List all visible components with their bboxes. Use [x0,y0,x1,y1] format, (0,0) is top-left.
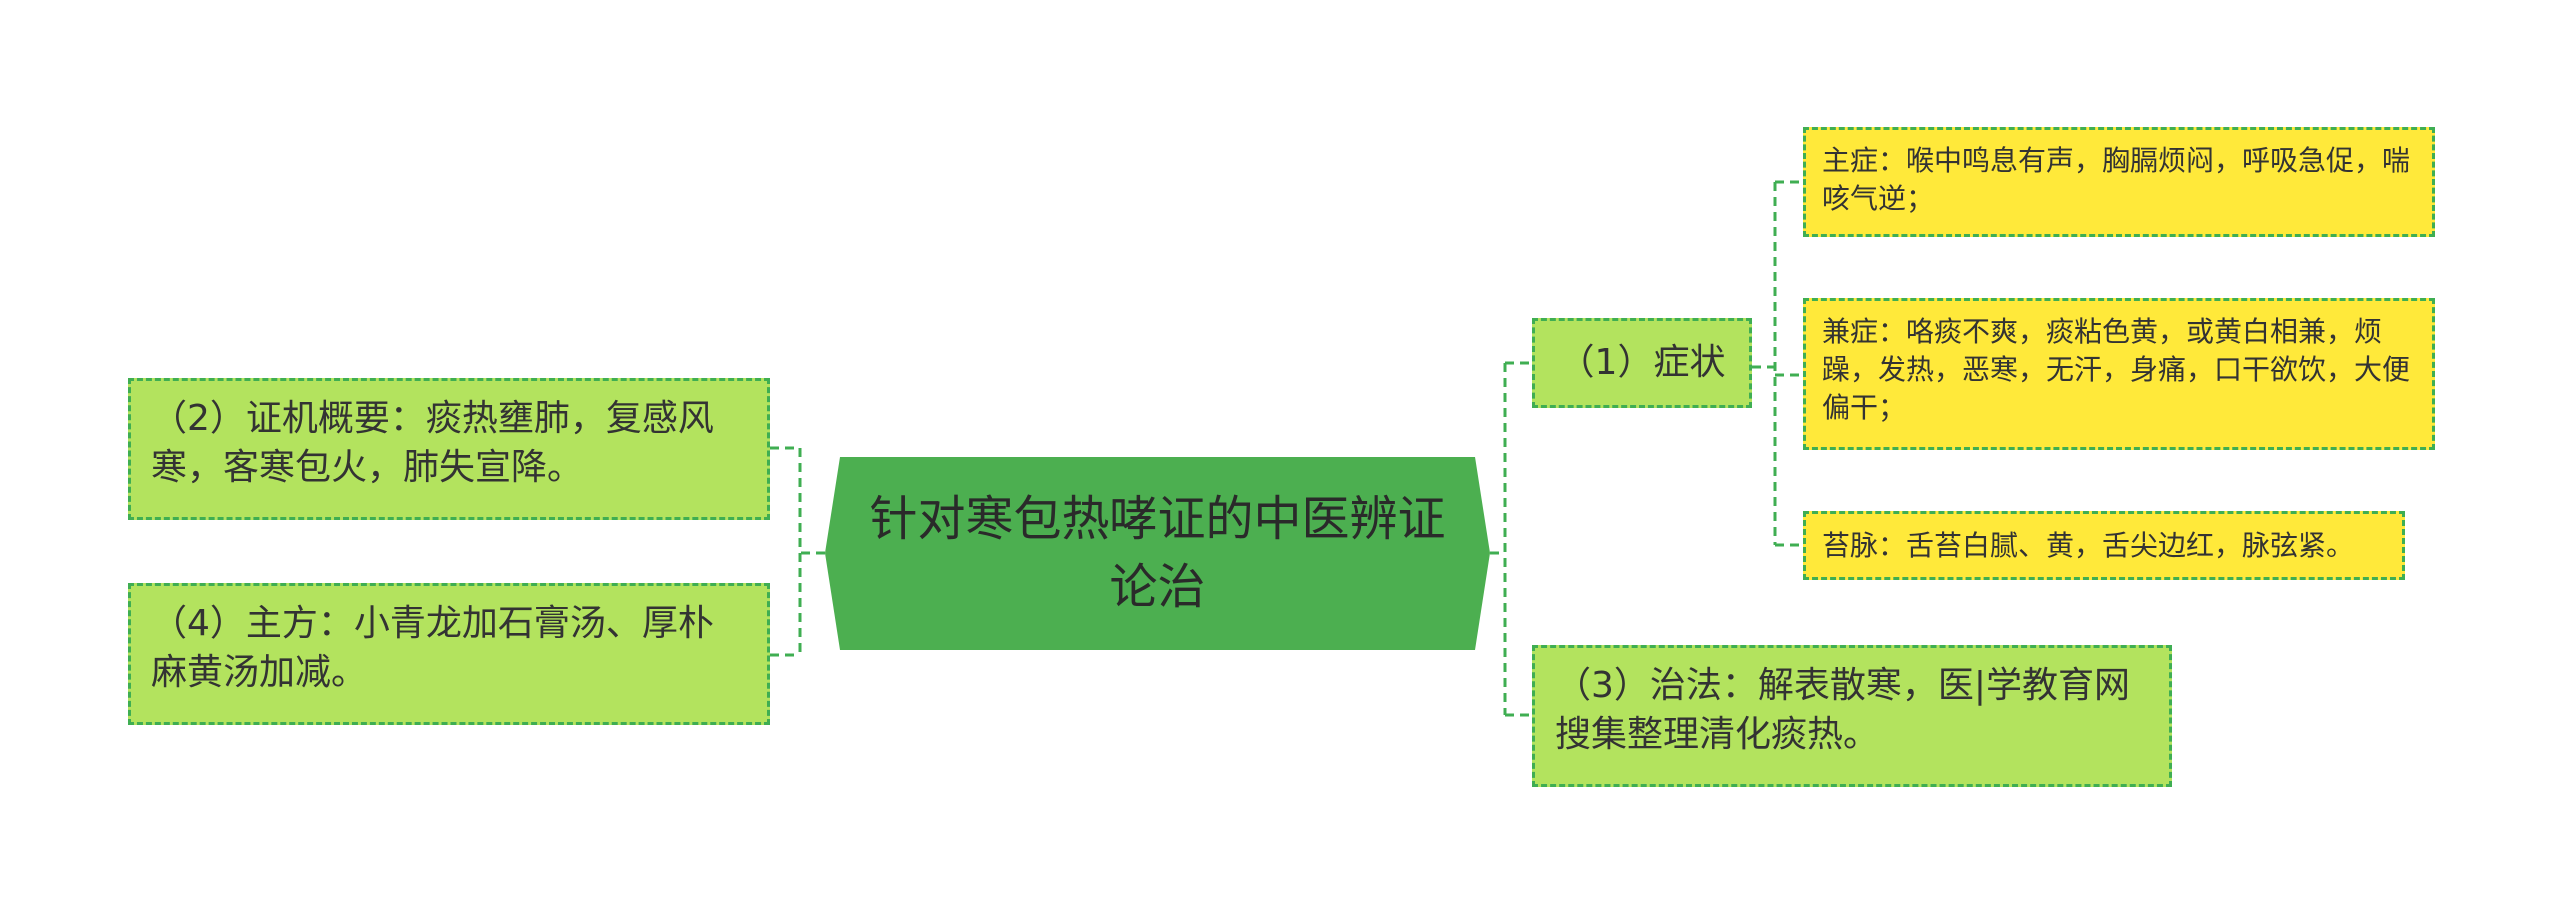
leaf-main-symptoms[interactable]: 主症：喉中鸣息有声，胸膈烦闷，呼吸急促，喘咳气逆； [1803,127,2435,237]
central-topic[interactable]: 针对寒包热哮证的中医辨证论治 [825,457,1490,650]
branch-symptoms[interactable]: （1）症状 [1532,318,1752,408]
leaf-main-symptoms-label: 主症：喉中鸣息有声，胸膈烦闷，呼吸急促，喘咳气逆； [1822,144,2411,215]
branch-prescription-label: （4）主方：小青龙加石膏汤、厚朴麻黄汤加减。 [151,603,714,693]
leaf-tongue-pulse-label: 苔脉：舌苔白腻、黄，舌尖边红，脉弦紧。 [1822,528,2355,562]
branch-mechanism[interactable]: （2）证机概要：痰热壅肺，复感风寒，客寒包火，肺失宣降。 [128,378,770,520]
central-topic-label: 针对寒包热哮证的中医辨证论治 [869,491,1446,615]
connector-left [770,446,825,657]
leaf-accompanying-symptoms[interactable]: 兼症：咯痰不爽，痰粘色黄，或黄白相兼，烦躁，发热，恶寒，无汗，身痛，口干欲饮，大… [1803,298,2435,450]
branch-mechanism-label: （2）证机概要：痰热壅肺，复感风寒，客寒包火，肺失宣降。 [151,398,714,488]
central-topic-shape [825,457,1490,650]
branch-treatment[interactable]: （3）治法：解表散寒，医|学教育网搜集整理清化痰热。 [1532,645,2172,787]
branch-prescription[interactable]: （4）主方：小青龙加石膏汤、厚朴麻黄汤加减。 [128,583,770,725]
connector-symptoms [1752,180,1803,547]
branch-symptoms-label: （1）症状 [1558,341,1726,383]
connector-right [1490,361,1532,717]
leaf-tongue-pulse[interactable]: 苔脉：舌苔白腻、黄，舌尖边红，脉弦紧。 [1803,511,2405,580]
branch-treatment-label: （3）治法：解表散寒，医|学教育网搜集整理清化痰热。 [1555,665,2131,755]
leaf-accompanying-symptoms-label: 兼症：咯痰不爽，痰粘色黄，或黄白相兼，烦躁，发热，恶寒，无汗，身痛，口干欲饮，大… [1822,315,2411,424]
